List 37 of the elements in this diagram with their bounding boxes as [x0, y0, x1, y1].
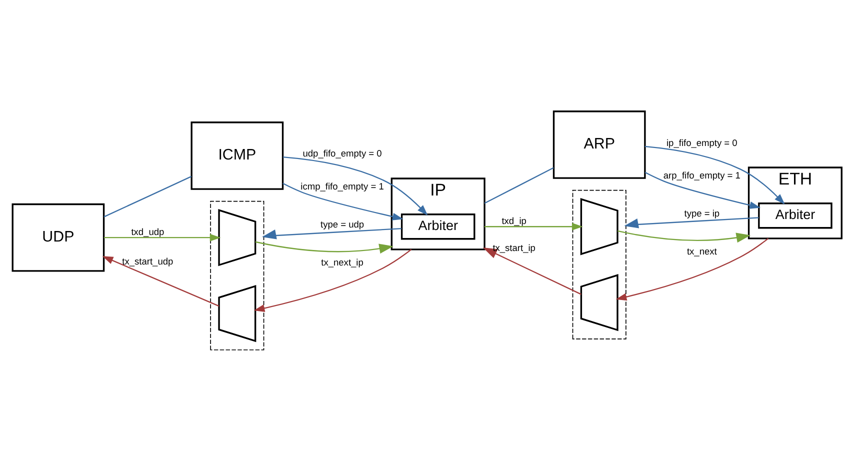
arrow — [624, 217, 759, 228]
edge-label: arp_fifo_empty = 1 — [663, 170, 740, 180]
edge-label: txd_udp — [131, 226, 164, 237]
edge-label: ip_fifo_empty = 0 — [666, 138, 738, 148]
edge-label: tx_next_ip — [321, 257, 364, 268]
arrow — [644, 146, 785, 205]
node-trapezoid — [218, 209, 256, 266]
arrow — [644, 172, 760, 209]
arrow — [262, 228, 402, 240]
arrow — [254, 248, 412, 312]
arrow — [282, 182, 404, 220]
connector — [484, 167, 554, 204]
edge-label: type = ip — [684, 208, 720, 218]
arrow — [616, 238, 769, 301]
arrow — [618, 230, 751, 243]
edge-label: tx_next — [686, 246, 717, 256]
arrow — [102, 256, 220, 307]
edge-label: tx_start_udp — [122, 256, 174, 266]
edge-label: type = udp — [320, 219, 364, 230]
arrow — [482, 248, 582, 295]
edge-label: txd_ip — [502, 216, 526, 226]
connector — [104, 176, 192, 218]
arrow — [484, 222, 583, 230]
edge-label: tx_start_ip — [492, 242, 536, 253]
arrow — [283, 156, 428, 216]
node-box: UDP — [12, 203, 105, 272]
arrow — [104, 234, 221, 242]
node-trapezoid — [218, 284, 256, 342]
node-box: Arbiter — [758, 202, 832, 229]
arrow — [255, 241, 394, 254]
edge-label: icmp_fifo_empty = 1 — [300, 181, 384, 192]
node-box: ICMP — [190, 122, 284, 190]
node-trapezoid — [580, 274, 618, 332]
node-box: ARP — [552, 110, 646, 179]
node-trapezoid — [580, 198, 618, 256]
node-box: Arbiter — [400, 214, 476, 240]
edge-label: udp_fifo_empty = 0 — [302, 148, 382, 158]
